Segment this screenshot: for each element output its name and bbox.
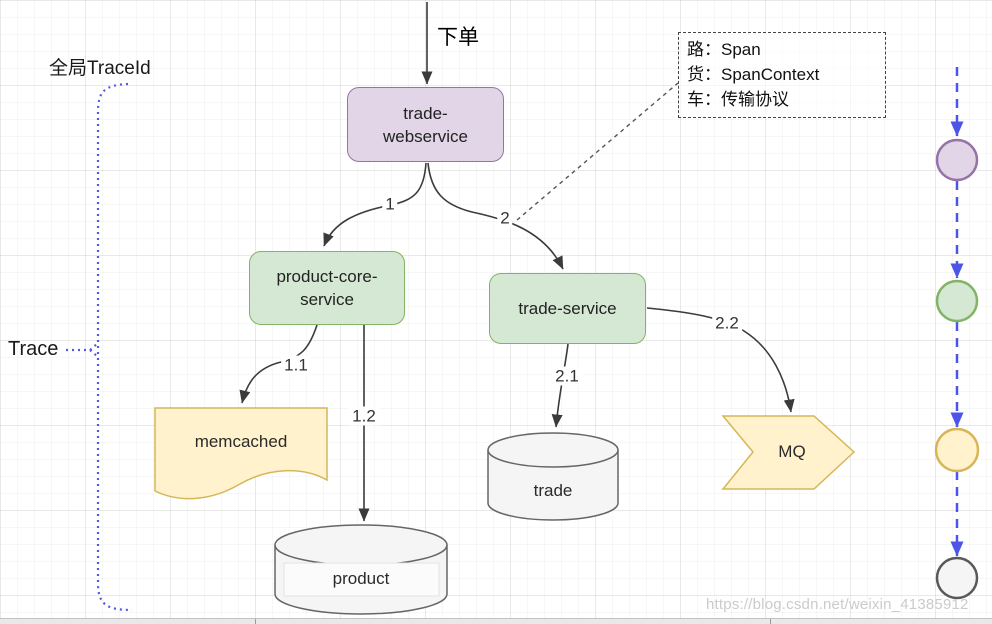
edge-call-1 <box>323 162 427 247</box>
mq-chevron-shape <box>721 415 856 490</box>
legend-line-span: 路：Span <box>687 40 761 59</box>
node-trade-service: trade-service <box>489 273 646 344</box>
global-traceid-label: 全局TraceId <box>49 58 151 79</box>
edge-label-1-1: 1.1 <box>281 355 311 375</box>
edge-call-2-2 <box>646 307 795 413</box>
product-db-label: product <box>332 569 390 588</box>
bottom-bar-tick <box>770 619 771 624</box>
span-node-webservice <box>935 138 979 182</box>
node-trade-webservice-label: trade- webservice <box>382 103 469 146</box>
edge-call-1-1 <box>239 324 318 404</box>
node-product-core-service: product-core- service <box>249 251 405 325</box>
trade-db-cylinder-top <box>487 432 619 468</box>
product-db-label-plate <box>283 562 440 597</box>
memcached-label: memcached <box>194 432 288 451</box>
trade-db-cylinder-body <box>487 450 619 521</box>
node-trade-service-label: trade-service <box>518 299 617 318</box>
node-trade-webservice: trade- webservice <box>347 87 504 162</box>
edge-label-1-2: 1.2 <box>349 406 379 426</box>
trace-label: Trace <box>8 338 59 360</box>
span-node-db <box>935 556 979 600</box>
span-node-service <box>935 279 979 323</box>
edge-call-2 <box>427 162 564 270</box>
legend-line-spancontext: 货：SpanContext <box>687 65 820 84</box>
trace-bracket <box>66 82 133 612</box>
order-label: 下单 <box>437 26 479 49</box>
memcached-document-shape <box>154 407 328 500</box>
edge-label-1: 1 <box>382 194 398 214</box>
watermark-url: https://blog.csdn.net/weixin_41385912 <box>706 596 969 613</box>
edge-label-2-2: 2.2 <box>712 313 742 333</box>
product-db-cylinder-top <box>274 524 448 566</box>
bottom-edge-bar <box>0 618 992 624</box>
node-product-core-service-label: product-core- service <box>276 267 378 309</box>
span-legend-box: 路：Span 货：SpanContext 车：传输协议 <box>678 32 886 118</box>
legend-pointer-line <box>516 82 679 221</box>
edge-label-2: 2 <box>497 208 513 228</box>
span-node-mq <box>934 427 980 473</box>
edge-label-2-1: 2.1 <box>552 366 582 386</box>
bottom-bar-tick <box>255 619 256 624</box>
trade-db-label: trade <box>533 481 573 500</box>
edge-call-2-1 <box>551 343 569 428</box>
mq-label: MQ <box>778 442 806 461</box>
legend-line-protocol: 车：传输协议 <box>687 90 789 109</box>
